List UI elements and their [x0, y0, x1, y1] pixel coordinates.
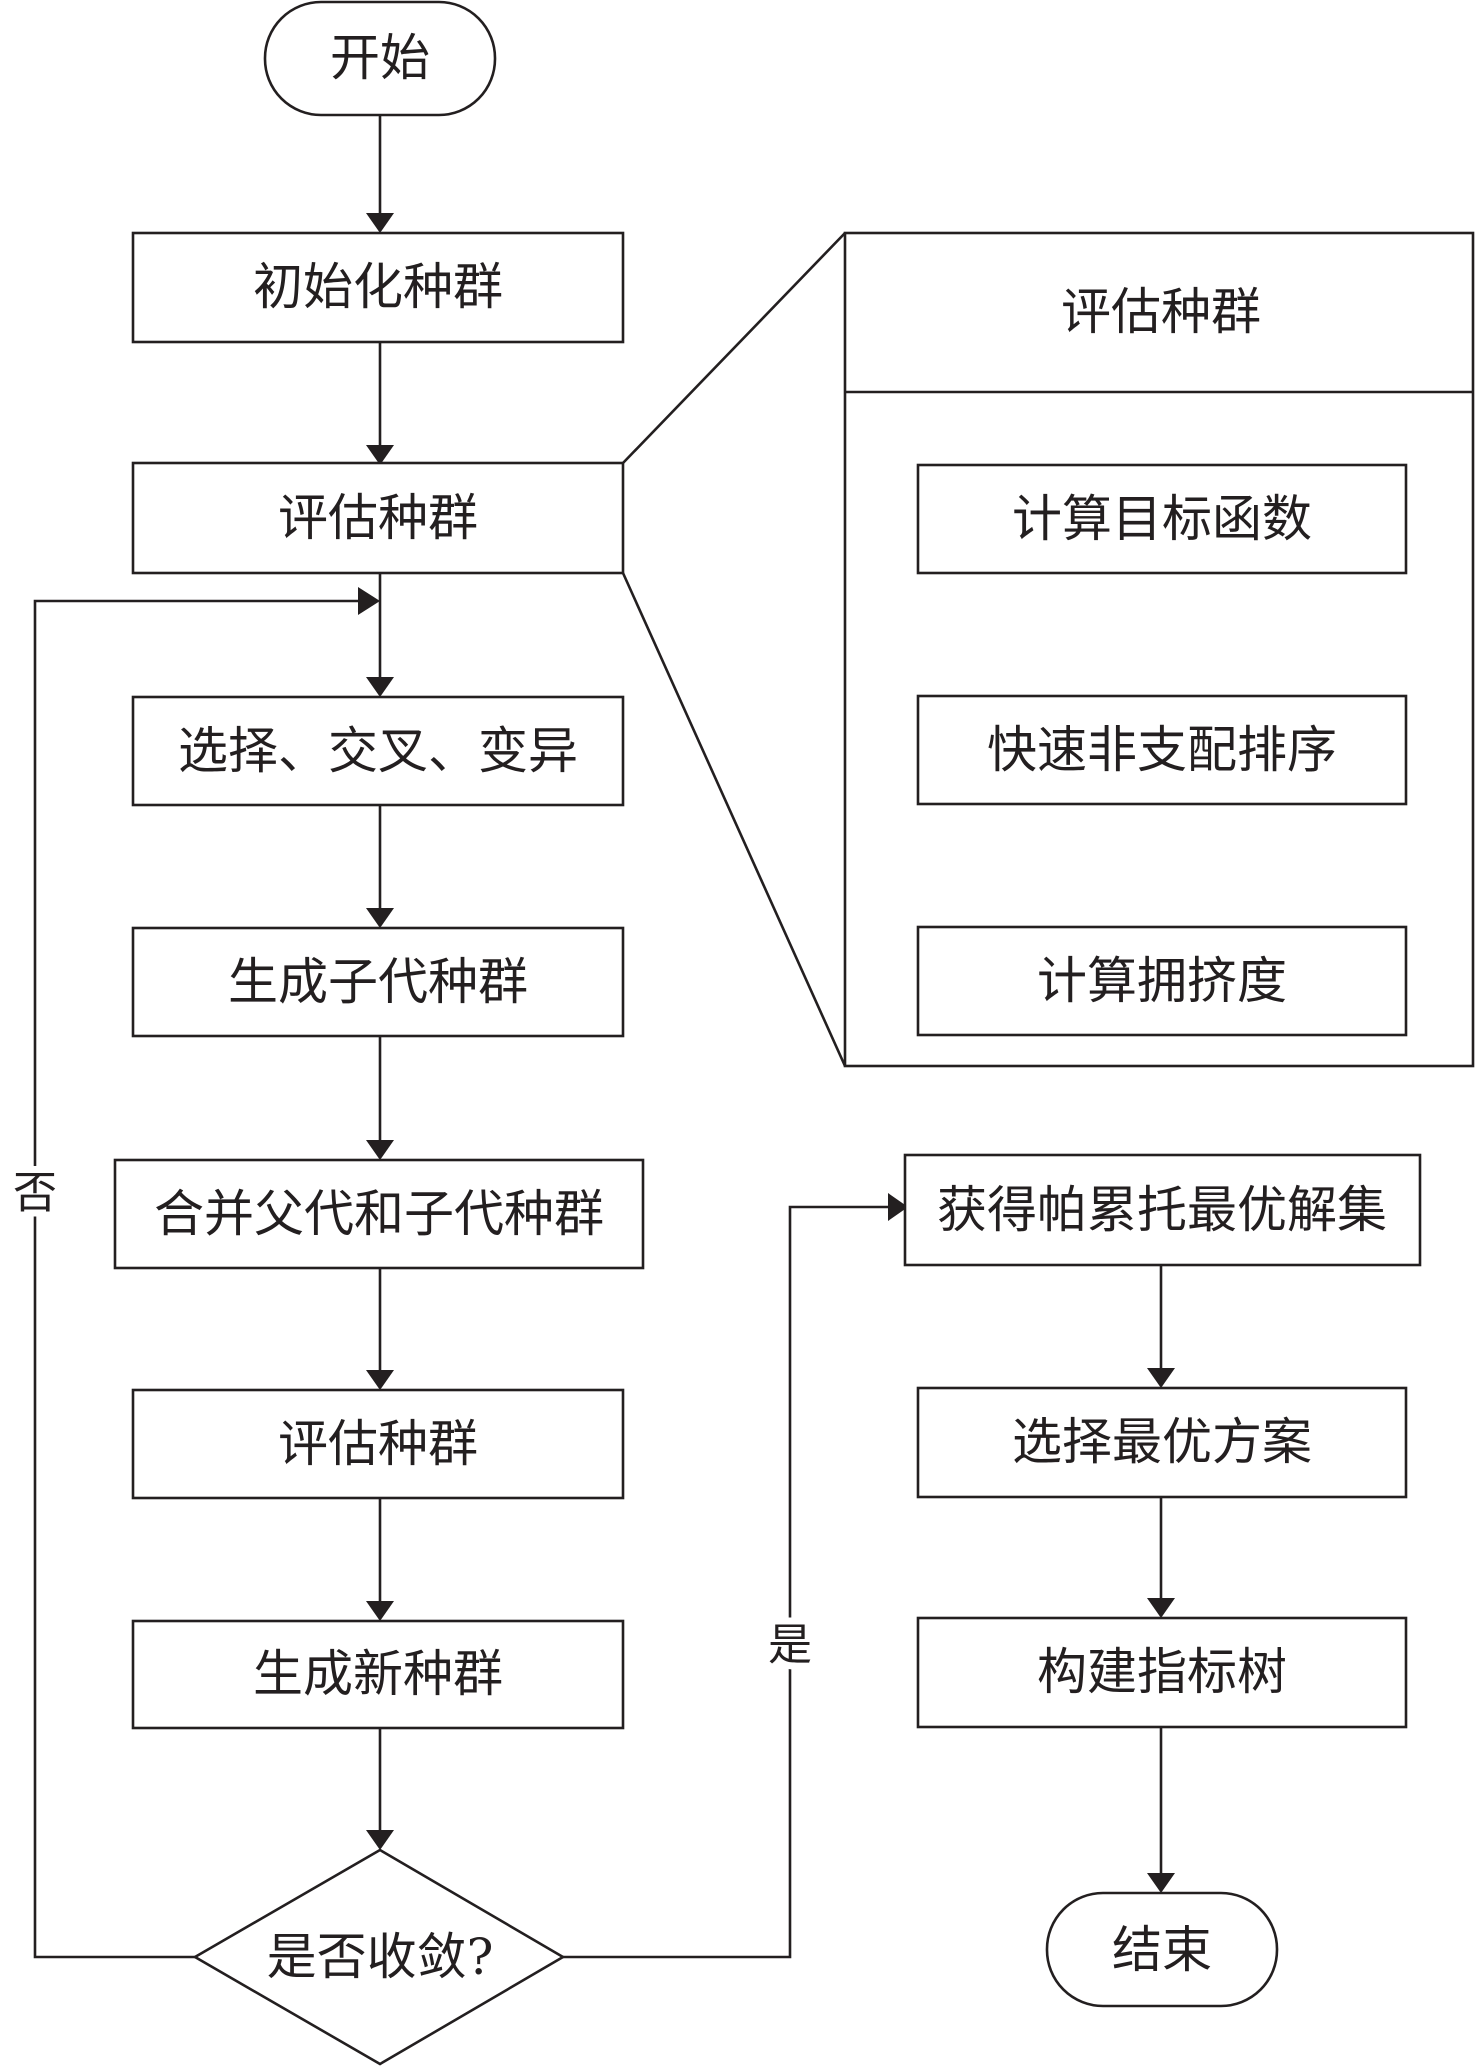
build-index-tree-label: 构建指标树 [1037, 1643, 1287, 1701]
compute-objectives-label: 计算目标函数 [1012, 490, 1312, 548]
arrowhead [366, 677, 394, 697]
arrowhead [1147, 1368, 1175, 1388]
init-population-label: 初始化种群 [253, 258, 503, 316]
yes-branch-label: 是 [768, 1620, 812, 1671]
non-dominated-sort-label: 快速非支配排序 [987, 721, 1337, 779]
genetic-operators-label: 选择、交叉、变异 [178, 722, 578, 780]
start-label: 开始 [330, 29, 430, 87]
pareto-set-box: 获得帕累托最优解集 [903, 1153, 1422, 1267]
new-population-label: 生成新种群 [253, 1645, 503, 1703]
no-branch-label: 否 [13, 1168, 57, 1219]
convergence-decision-label: 是否收敛? [267, 1928, 494, 1986]
crowding-distance-label: 计算拥挤度 [1037, 952, 1287, 1010]
offspring-population-box: 生成子代种群 [131, 926, 625, 1038]
arrowhead [366, 908, 394, 928]
no-loop-line [33, 599, 358, 1959]
arrowhead [366, 1601, 394, 1621]
non-dominated-sort-box: 快速非支配排序 [916, 694, 1408, 806]
build-index-tree-box: 构建指标树 [916, 1616, 1408, 1729]
arrowhead [358, 587, 380, 615]
arrowhead [1147, 1873, 1175, 1893]
pareto-set-label: 获得帕累托最优解集 [937, 1181, 1387, 1239]
merge-populations-label: 合并父代和子代种群 [154, 1185, 604, 1243]
arrowhead [366, 213, 394, 233]
convergence-decision: 是否收敛? [192, 1848, 566, 2066]
evaluate-population-label-2: 评估种群 [278, 1415, 478, 1473]
offspring-population-label: 生成子代种群 [228, 953, 528, 1011]
end-node: 结束 [1045, 1891, 1279, 2008]
merge-populations-box: 合并父代和子代种群 [113, 1158, 645, 1270]
evaluate-detail-panel: 评估种群 计算目标函数 快速非支配排序 计算拥挤度 [843, 231, 1475, 1068]
new-population-box: 生成新种群 [131, 1619, 625, 1730]
end-label: 结束 [1112, 1921, 1212, 1979]
zoom-line-bottom [621, 572, 847, 1067]
evaluate-population-label: 评估种群 [278, 489, 478, 547]
zoom-line-top [622, 232, 846, 464]
select-best-box: 选择最优方案 [916, 1386, 1408, 1499]
detail-panel-title: 评估种群 [1061, 283, 1261, 341]
select-best-label: 选择最优方案 [1012, 1413, 1312, 1471]
evaluate-population-box-2: 评估种群 [131, 1388, 625, 1500]
init-population-box: 初始化种群 [131, 231, 625, 344]
arrowhead [366, 1830, 394, 1850]
arrowhead [366, 445, 394, 465]
evaluate-population-box: 评估种群 [131, 461, 625, 575]
compute-objectives-box: 计算目标函数 [916, 463, 1408, 575]
arrowhead [1147, 1598, 1175, 1618]
genetic-operators-box: 选择、交叉、变异 [131, 695, 625, 807]
arrowhead [366, 1370, 394, 1390]
crowding-distance-box: 计算拥挤度 [916, 925, 1408, 1037]
start-node: 开始 [263, 0, 497, 117]
yes-branch-line [563, 1205, 888, 1959]
arrowhead [888, 1193, 908, 1221]
arrowhead [366, 1140, 394, 1160]
